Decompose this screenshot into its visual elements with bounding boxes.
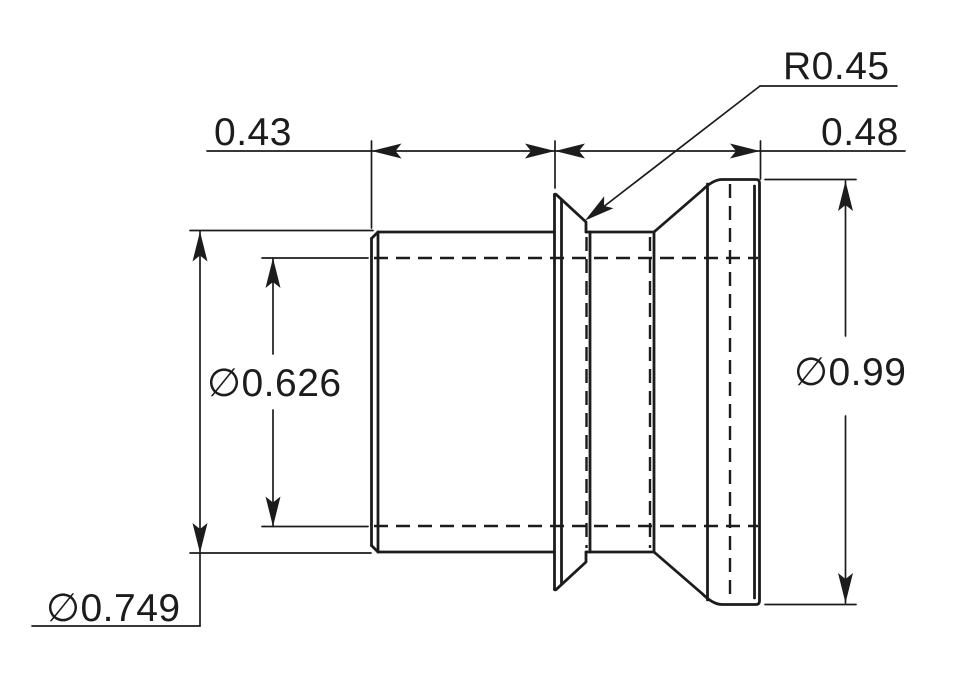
part-outline [370, 178, 761, 606]
groove-flank-bottom [553, 550, 588, 592]
arrowhead-left-of-0.43 [371, 143, 402, 159]
dim-label-length-right: 0.48 [821, 111, 899, 154]
flange-silhouette [652, 178, 761, 606]
dimension-body-arrowheads [192, 231, 208, 553]
dim-label-bore-diameter: ∅0.626 [207, 362, 342, 405]
dimension-body-diameter [31, 229, 374, 627]
arrowhead-right-of-0.43 [525, 143, 555, 159]
dim-label-body-diameter: ∅0.749 [46, 587, 181, 630]
arrowhead-radius-leader [585, 196, 614, 221]
groove-flank-top [553, 192, 588, 234]
dim-label-outer-diameter: ∅0.99 [794, 351, 906, 394]
dimension-top-lengths [206, 140, 906, 229]
dim-label-length-left: 0.43 [214, 111, 292, 154]
arrowhead-outer-bottom [838, 573, 853, 603]
dimension-groove-radius [588, 85, 898, 219]
dimension-top-arrowheads [371, 143, 760, 159]
arrowhead-left-of-0.48 [555, 143, 585, 159]
arrowhead-bore-top [265, 258, 281, 288]
dimension-outer-arrowheads [838, 181, 853, 603]
hidden-lines [374, 184, 758, 600]
radius-leader-line [588, 85, 761, 219]
dimension-outer-diameter [764, 178, 857, 606]
dimension-bore-arrowheads [265, 258, 281, 527]
dim-label-groove-radius: R0.45 [783, 45, 890, 88]
arrowhead-right-of-0.48 [730, 143, 760, 159]
arrowhead-outer-top [838, 181, 853, 211]
arrowhead-body-bottom [192, 523, 208, 553]
arrowhead-body-top [192, 231, 208, 262]
arrowhead-bore-bottom [265, 496, 281, 527]
